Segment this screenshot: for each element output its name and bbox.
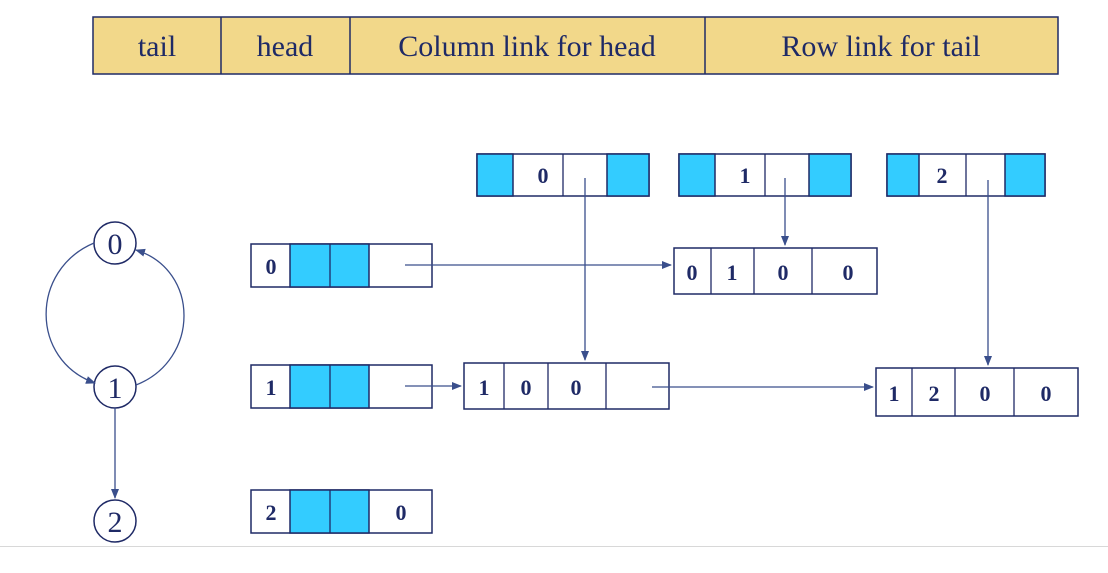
edge-node-head: 0 xyxy=(521,375,532,400)
row-header-label: 1 xyxy=(266,375,277,400)
edge-node-0-1: 0 1 0 0 xyxy=(673,247,878,295)
column-header-0: 0 xyxy=(476,153,650,197)
edge-node-column-link: 0 xyxy=(980,381,991,406)
edge-node-tail: 1 xyxy=(479,375,490,400)
edge-node-1-0: 1 0 0 xyxy=(463,362,670,410)
edge-node-box xyxy=(673,247,878,295)
legend-field-tail: tail xyxy=(138,30,176,63)
column-header-cell-highlight xyxy=(886,153,920,197)
edge-node-box xyxy=(463,362,670,410)
edge-node-column-link: 0 xyxy=(778,260,789,285)
legend-field-column-link: Column link for head xyxy=(398,30,655,63)
edge-node-1-2: 1 2 0 0 xyxy=(875,367,1079,417)
row-header-0: 0 xyxy=(250,243,433,288)
edge-node-tail: 0 xyxy=(687,260,698,285)
edge-node-head: 1 xyxy=(727,260,738,285)
bottom-divider xyxy=(0,546,1108,547)
row-header-label: 0 xyxy=(266,254,277,279)
legend-bar: tail head Column link for head Row link … xyxy=(92,16,1059,75)
graph-vertex-label: 2 xyxy=(108,506,123,539)
column-header-2: 2 xyxy=(886,153,1046,197)
graph-vertex-label: 1 xyxy=(108,372,123,405)
column-header-cell-highlight xyxy=(678,153,716,197)
edge-node-head: 2 xyxy=(929,381,940,406)
edge-node-column-link: 0 xyxy=(571,375,582,400)
column-header-1: 1 xyxy=(678,153,852,197)
column-header-cell-highlight xyxy=(808,153,852,197)
directed-graph: 0 1 2 xyxy=(45,221,185,543)
legend-field-head: head xyxy=(257,30,314,63)
graph-edge xyxy=(45,242,96,384)
row-header-1: 1 xyxy=(250,364,433,409)
graph-edge xyxy=(135,248,185,386)
row-header-label: 2 xyxy=(266,500,277,525)
graph-vertex-label: 0 xyxy=(108,228,123,261)
column-header-label: 2 xyxy=(937,163,948,188)
edge-node-row-link: 0 xyxy=(843,260,854,285)
edge-node-box xyxy=(875,367,1079,417)
edge-node-row-link: 0 xyxy=(1041,381,1052,406)
row-header-null-link: 0 xyxy=(396,500,407,525)
column-header-cell-highlight xyxy=(606,153,650,197)
graph-vertex xyxy=(93,499,137,543)
column-header-label: 0 xyxy=(538,163,549,188)
legend-background xyxy=(92,16,1059,75)
row-header-2: 2 0 xyxy=(250,489,433,534)
column-header-cell-highlight xyxy=(476,153,514,197)
edge-node-tail: 1 xyxy=(889,381,900,406)
column-header-cell-highlight xyxy=(1004,153,1046,197)
legend-field-row-link: Row link for tail xyxy=(781,30,980,63)
column-header-label: 1 xyxy=(740,163,751,188)
link-arrows xyxy=(405,178,992,391)
